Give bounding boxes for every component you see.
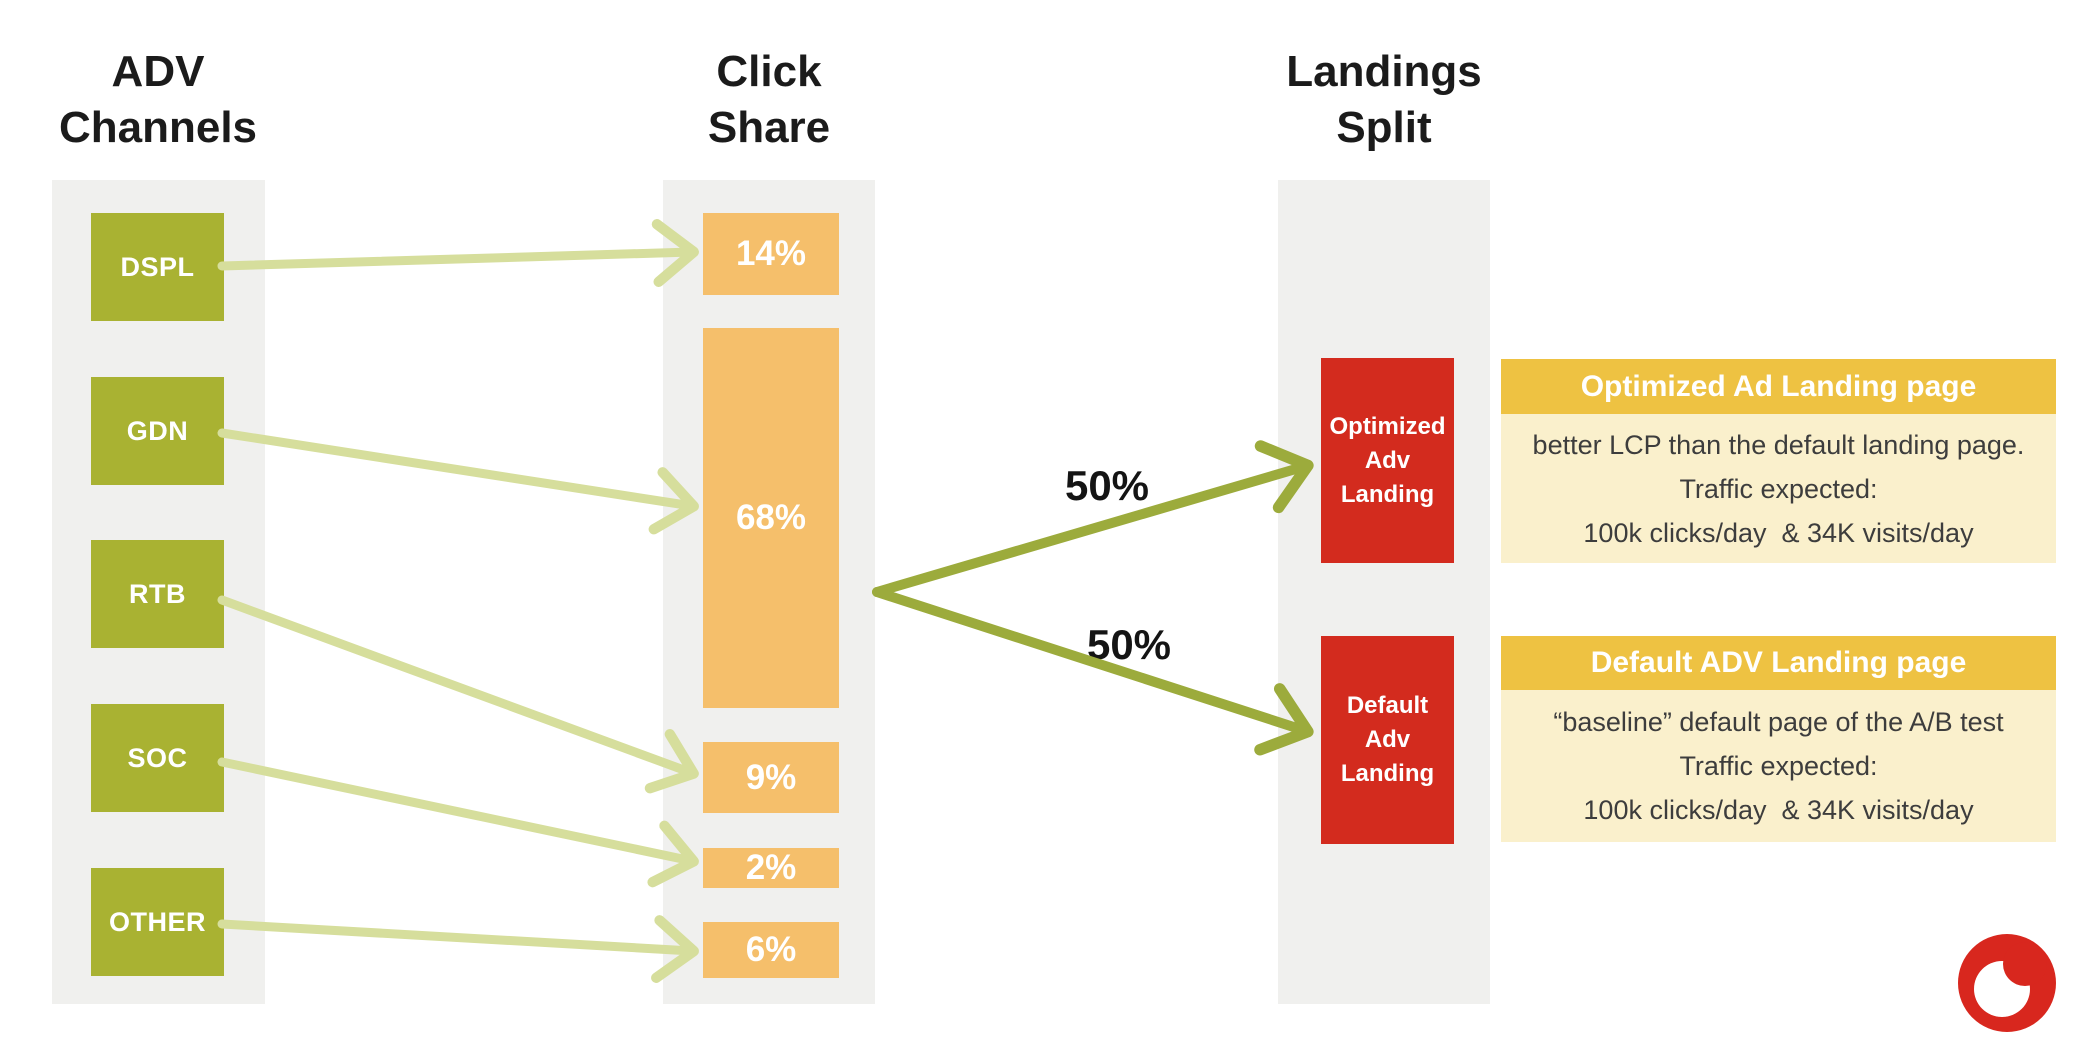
flow-arrow-gdn-68 [217,428,699,535]
card-line: 100k clicks/day & 34K visits/day [1583,795,1974,825]
flow-arrow-rtb-9 [217,595,699,794]
split-label-bottom: 50% [1086,621,1172,668]
card-line: “baseline” default page of the A/B test [1553,707,2004,737]
share-box-6: 6% [703,922,839,978]
channel-box-other: OTHER [91,868,224,976]
share-box-68: 68% [703,328,839,708]
channel-box-soc: SOC [91,704,224,812]
card-header-optimized: Optimized Ad Landing page [1501,359,2056,414]
landing-box-optimized: Optimized Adv Landing [1321,358,1454,563]
adv-channels-title: ADV Channels [58,47,258,152]
card-line: 100k clicks/day & 34K visits/day [1583,517,1974,548]
share-box-2: 2% [703,848,839,888]
landing-box-default: Default Adv Landing [1321,636,1454,844]
click-share-title: Click Share [707,47,831,152]
flow-arrow-soc-2 [217,757,699,888]
card-line: better LCP than the default landing page… [1532,429,2025,460]
card-line: Traffic expected: [1679,473,1878,504]
share-box-9: 9% [703,742,839,813]
card-line: Traffic expected: [1679,751,1878,781]
channel-box-dspl: DSPL [91,213,224,321]
card-body-default: “baseline” default page of the A/B test … [1501,690,2056,842]
landings-split-column-background [1278,180,1490,1004]
vodafone-logo-icon [1958,934,2056,1032]
flow-arrow-other-6 [217,915,699,983]
split-label-top: 50% [1064,462,1150,509]
channel-box-gdn: GDN [91,377,224,485]
channel-box-rtb: RTB [91,540,224,648]
landings-split-title: Landings Split [1286,47,1482,152]
card-body-optimized: better LCP than the default landing page… [1501,414,2056,563]
card-header-default: Default ADV Landing page [1501,636,2056,690]
share-box-14: 14% [703,213,839,295]
flow-arrow-dspl-14 [217,219,699,287]
